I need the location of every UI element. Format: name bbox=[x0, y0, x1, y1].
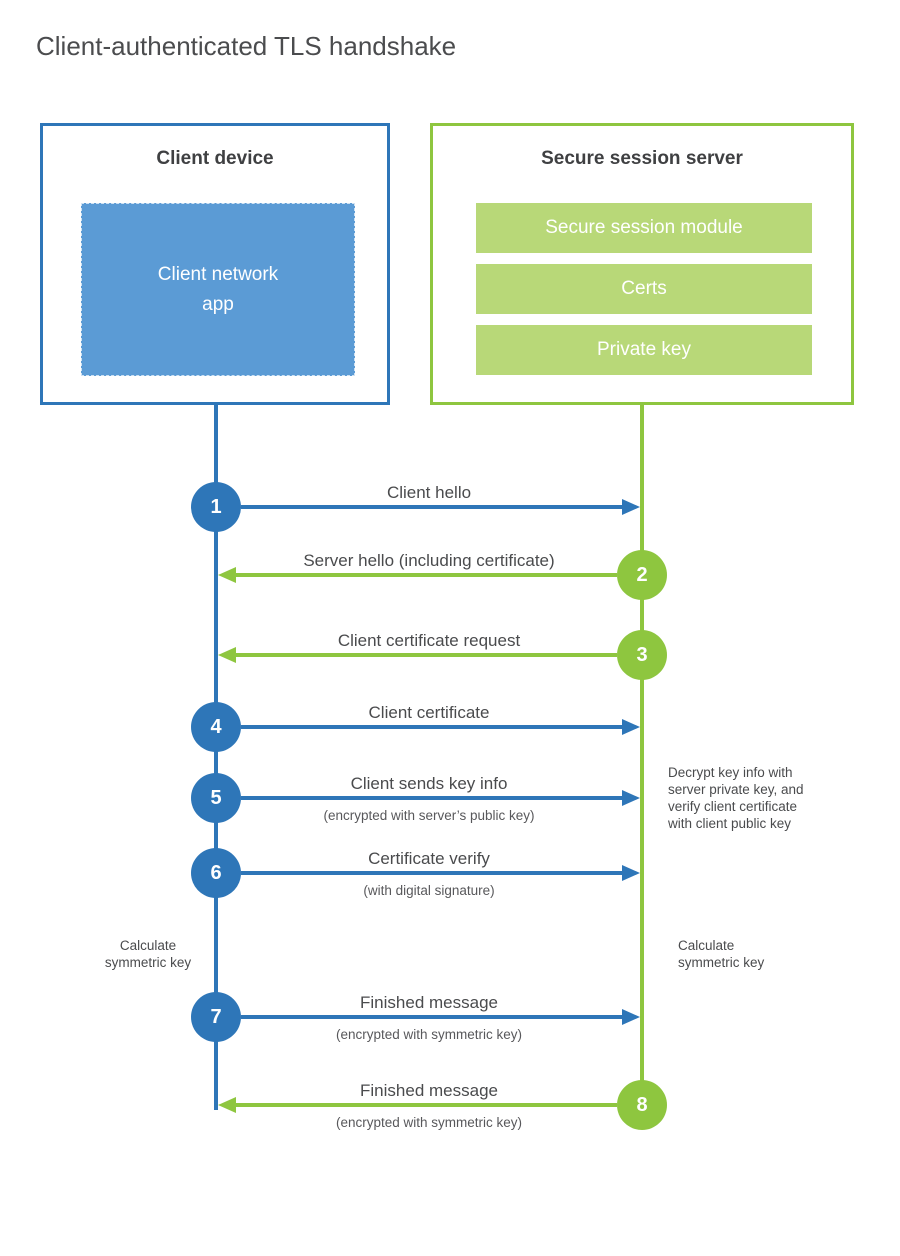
step-1-arrow bbox=[241, 505, 622, 509]
step-5-sublabel: (encrypted with server’s public key) bbox=[323, 808, 535, 823]
step-3-arrowhead-icon bbox=[218, 647, 236, 663]
step-4-badge: 4 bbox=[191, 702, 241, 752]
step-1-arrowhead-icon bbox=[622, 499, 640, 515]
step-5-arrow bbox=[241, 796, 622, 800]
step-8-arrowhead-icon bbox=[218, 1097, 236, 1113]
step-8-badge: 8 bbox=[617, 1080, 667, 1130]
page-title: Client-authenticated TLS handshake bbox=[36, 31, 457, 61]
step-2-badge: 2 bbox=[617, 550, 667, 600]
client-device-box: Client device Client network app bbox=[40, 123, 390, 405]
step-6-sublabel: (with digital signature) bbox=[363, 883, 495, 898]
server-decrypt-note: Decrypt key info with server private key… bbox=[668, 765, 804, 831]
step-6-arrowhead-icon bbox=[622, 865, 640, 881]
step-5-badge: 5 bbox=[191, 773, 241, 823]
server-lifeline bbox=[640, 405, 644, 1105]
step-4-arrowhead-icon bbox=[622, 719, 640, 735]
step-2-label: Server hello (including certificate) bbox=[303, 551, 555, 570]
client-calculate-key-note: Calculate symmetric key bbox=[104, 938, 192, 970]
step-4-label: Client certificate bbox=[368, 703, 490, 722]
step-1-badge: 1 bbox=[191, 482, 241, 532]
step-5-label: Client sends key info bbox=[350, 774, 508, 793]
client-network-app-box: Client network app bbox=[81, 203, 355, 376]
step-7-label: Finished message bbox=[360, 993, 498, 1012]
server-certs-bar: Certs bbox=[476, 264, 812, 314]
server-private-key-bar: Private key bbox=[476, 325, 812, 375]
step-8-arrow bbox=[236, 1103, 617, 1107]
step-2-arrowhead-icon bbox=[218, 567, 236, 583]
secure-session-server-box: Secure session server Secure session mod… bbox=[430, 123, 854, 405]
step-2-arrow bbox=[236, 573, 617, 577]
step-6-label: Certificate verify bbox=[368, 849, 490, 868]
client-device-heading: Client device bbox=[156, 148, 274, 169]
step-1-label: Client hello bbox=[386, 483, 472, 502]
step-8-label: Finished message bbox=[360, 1081, 498, 1100]
step-6-arrow bbox=[241, 871, 622, 875]
step-7-arrowhead-icon bbox=[622, 1009, 640, 1025]
step-3-badge: 3 bbox=[617, 630, 667, 680]
step-7-sublabel: (encrypted with symmetric key) bbox=[335, 1027, 523, 1042]
step-3-arrow bbox=[236, 653, 617, 657]
step-8-sublabel: (encrypted with symmetric key) bbox=[335, 1115, 523, 1130]
server-calculate-key-note: Calculate symmetric key bbox=[678, 938, 765, 970]
secure-session-server-heading: Secure session server bbox=[541, 148, 743, 169]
step-4-arrow bbox=[241, 725, 622, 729]
server-module-bar: Secure session module bbox=[476, 203, 812, 253]
step-7-arrow bbox=[241, 1015, 622, 1019]
client-lifeline bbox=[214, 405, 218, 1110]
step-5-arrowhead-icon bbox=[622, 790, 640, 806]
step-3-label: Client certificate request bbox=[337, 631, 521, 650]
step-7-badge: 7 bbox=[191, 992, 241, 1042]
step-6-badge: 6 bbox=[191, 848, 241, 898]
